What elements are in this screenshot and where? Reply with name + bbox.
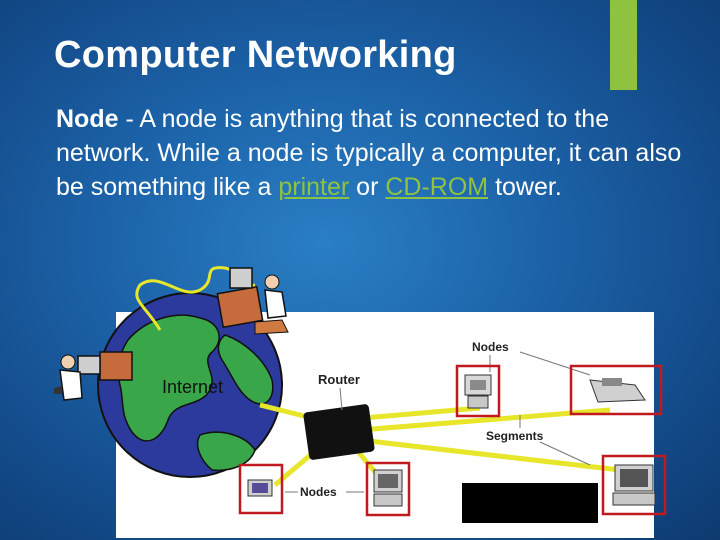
node-box-top-right <box>569 364 663 416</box>
nodes-label-bottom: Nodes <box>300 485 337 499</box>
person-computer-left-icon <box>54 351 133 401</box>
slide-title: Computer Networking <box>54 34 457 76</box>
node-box-bottom-center <box>365 461 411 517</box>
term-node: Node <box>56 105 119 133</box>
cdrom-link[interactable]: CD-ROM <box>385 173 489 201</box>
router-icon <box>303 404 375 460</box>
accent-bar <box>610 0 637 90</box>
internet-label: Internet <box>162 377 223 397</box>
definition-text: - A node is anything that is connected t… <box>56 105 682 201</box>
nodes-label-top: Nodes <box>472 340 509 354</box>
node-box-bottom-left <box>238 463 284 515</box>
network-diagram: Internet Router Nodes Segments Nodes <box>54 266 667 538</box>
printer-link[interactable]: printer <box>278 173 350 201</box>
black-block <box>462 483 598 523</box>
node-box-top-left <box>455 364 501 418</box>
connector-text: or <box>349 173 386 201</box>
end-text: tower. <box>488 173 562 201</box>
router-label: Router <box>318 372 360 387</box>
segment-lines <box>259 402 621 492</box>
node-box-bottom-right <box>601 454 667 516</box>
segments-label: Segments <box>486 429 544 443</box>
globe-icon <box>97 292 283 478</box>
person-computer-top-icon <box>216 267 289 335</box>
slide-body-text: Node - A node is anything that is connec… <box>56 102 696 204</box>
